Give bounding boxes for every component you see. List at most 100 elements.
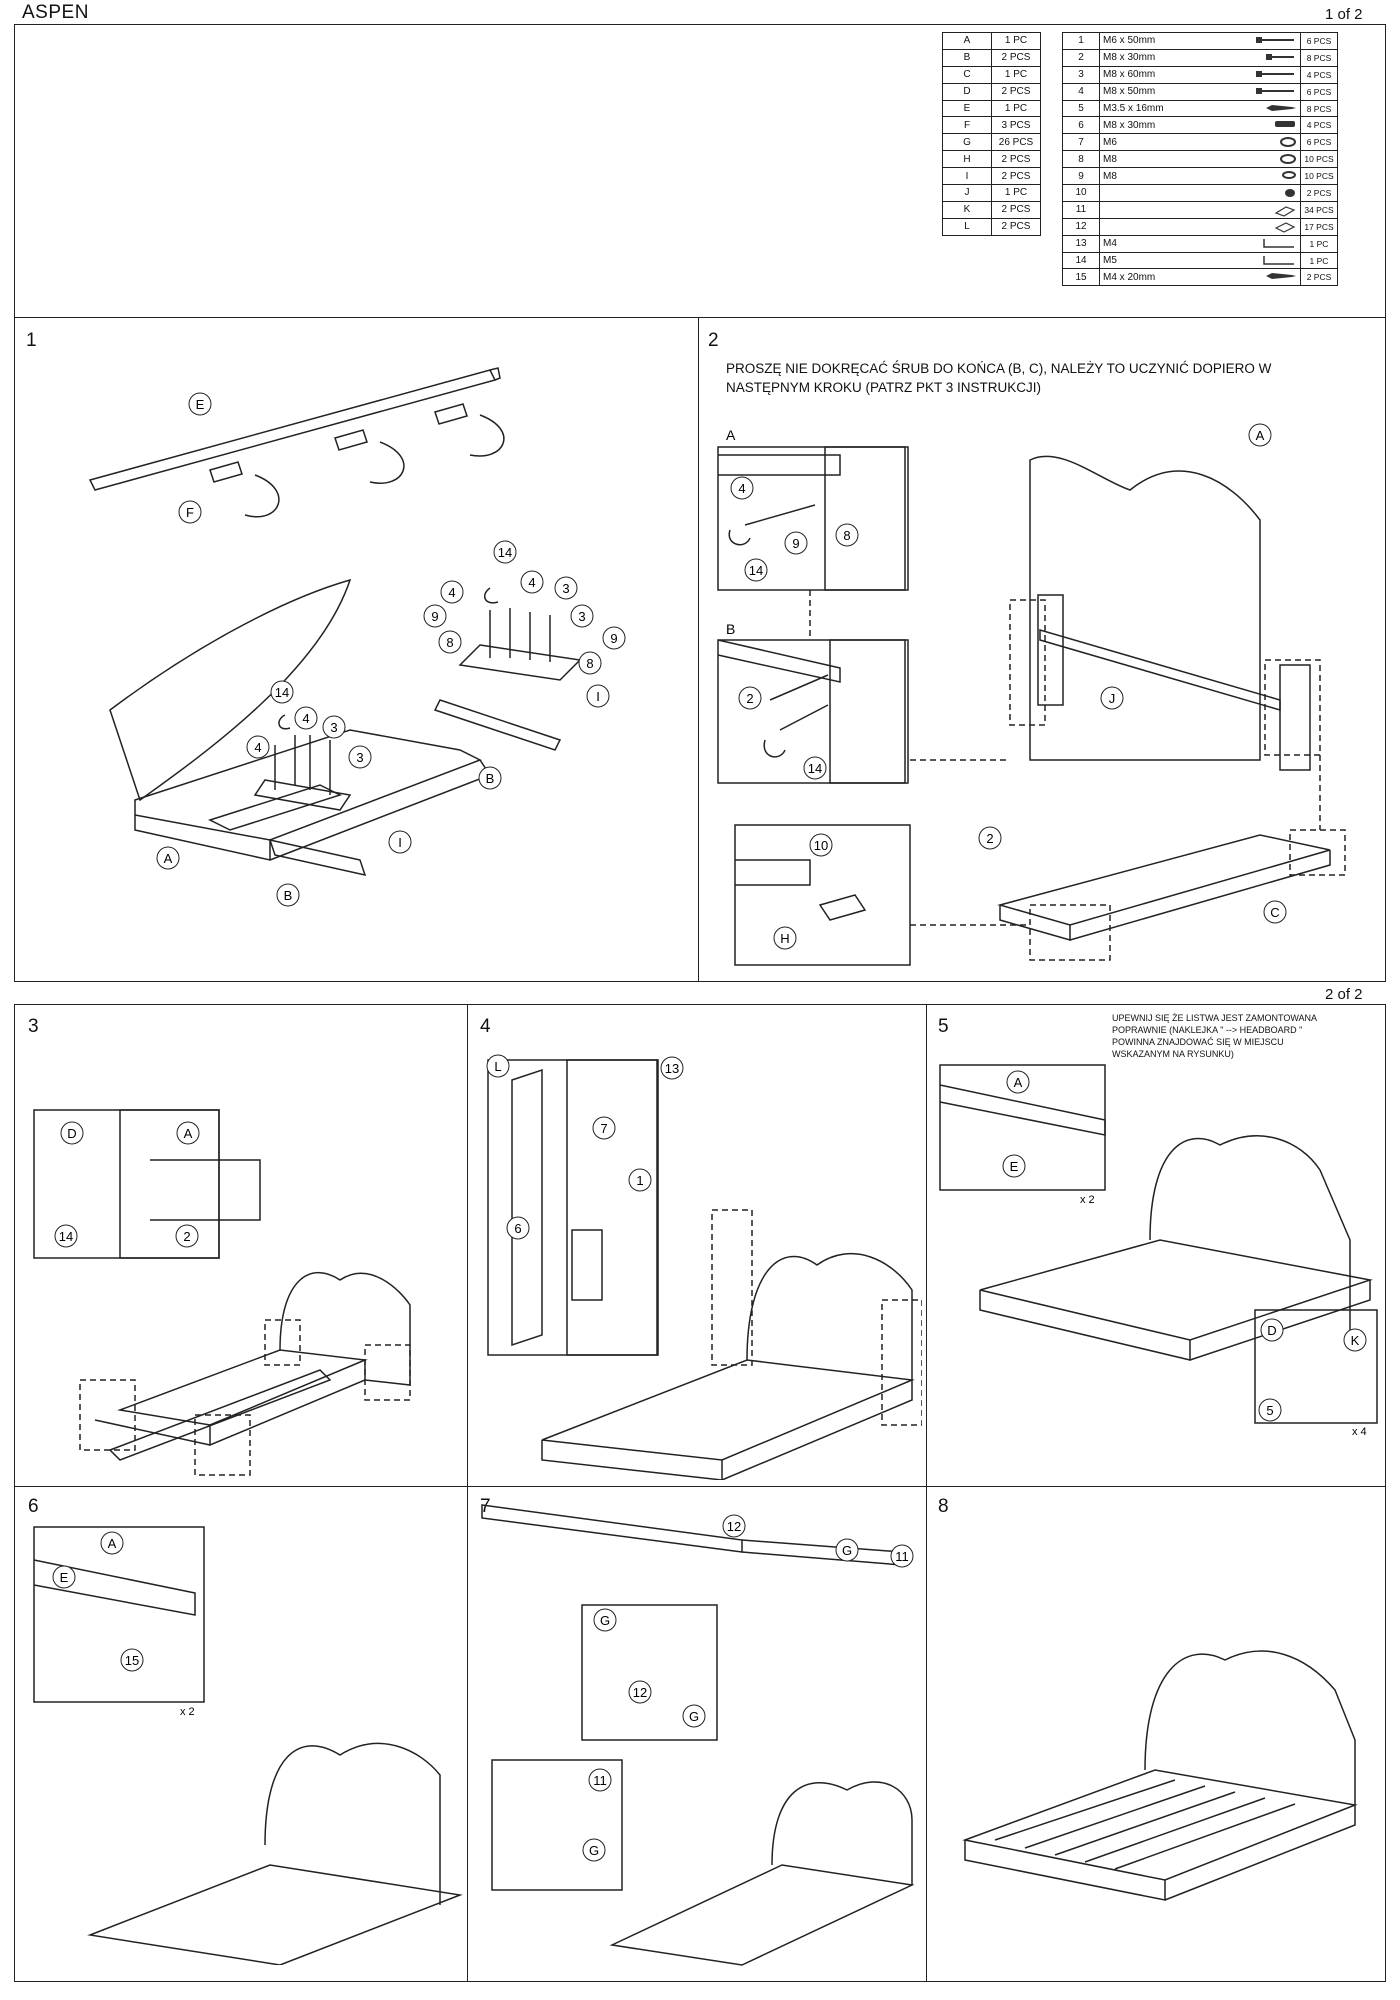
hardware-quantity: 4 PCS <box>1300 116 1338 135</box>
callout-13: 13 <box>660 1056 684 1080</box>
svg-text:4: 4 <box>302 711 309 726</box>
callout-E: E <box>1002 1154 1026 1178</box>
svg-text:14: 14 <box>275 685 289 700</box>
hardware-quantity: 1 PC <box>1300 234 1338 253</box>
hardware-description: M6 x 50mm <box>1099 32 1301 50</box>
hardware-size: M8 x 30mm <box>1103 119 1156 131</box>
callout-E: E <box>52 1565 76 1589</box>
step-4-number: 4 <box>480 1016 491 1037</box>
callout-4: 4 <box>730 476 754 500</box>
part-quantity: 2 PCS <box>991 150 1041 169</box>
part-letter: B <box>942 48 992 67</box>
hardware-description: M6 <box>1099 133 1301 152</box>
callout-4: 4 <box>440 580 464 604</box>
callout-4: 4 <box>294 706 318 730</box>
part-quantity: 2 PCS <box>991 217 1041 236</box>
callout-H: H <box>773 926 797 950</box>
callout-2: 2 <box>978 826 1002 850</box>
svg-text:10: 10 <box>814 838 828 853</box>
hardware-quantity: 6 PCS <box>1300 82 1338 101</box>
svg-text:14: 14 <box>808 761 822 776</box>
svg-text:K: K <box>1351 1333 1360 1348</box>
hardware-description: M8 x 30mm <box>1099 116 1301 135</box>
callout-I: I <box>586 684 610 708</box>
part-quantity: 2 PCS <box>991 82 1041 101</box>
part-letter: F <box>942 116 992 135</box>
hardware-quantity: 8 PCS <box>1300 99 1338 118</box>
hardware-size: M6 <box>1103 136 1117 148</box>
hardware-quantity: 8 PCS <box>1300 48 1338 67</box>
multiplier: x 2 <box>1080 1194 1095 1206</box>
part-quantity: 2 PCS <box>991 200 1041 219</box>
callout-5: 5 <box>1258 1398 1282 1422</box>
callout-F: F <box>178 500 202 524</box>
svg-text:E: E <box>60 1570 69 1585</box>
svg-text:14: 14 <box>59 1229 73 1244</box>
detail-label-B: B <box>726 621 735 637</box>
part-letter: J <box>942 184 992 202</box>
wood-screw-icon <box>1266 104 1296 115</box>
callout-G: G <box>582 1838 606 1862</box>
svg-text:H: H <box>780 931 789 946</box>
callout-2: 2 <box>738 686 762 710</box>
callout-A: A <box>1248 423 1272 447</box>
callout-G: G <box>593 1608 617 1632</box>
callout-A: A <box>100 1531 124 1555</box>
step-2-number: 2 <box>708 330 719 351</box>
svg-text:15: 15 <box>125 1653 139 1668</box>
svg-text:2: 2 <box>746 691 753 706</box>
callout-B: B <box>276 883 300 907</box>
svg-text:9: 9 <box>431 609 438 624</box>
long-bolt-icon <box>1256 36 1296 47</box>
hardware-description <box>1099 184 1301 202</box>
svg-text:G: G <box>589 1843 599 1858</box>
callout-14: 14 <box>493 540 517 564</box>
part-letter: I <box>942 167 992 186</box>
svg-text:9: 9 <box>792 536 799 551</box>
callout-12: 12 <box>722 1514 746 1538</box>
part-letter: A <box>942 32 992 50</box>
callout-3: 3 <box>570 604 594 628</box>
hardware-number: 14 <box>1062 251 1100 270</box>
hardware-description: M8 x 60mm <box>1099 65 1301 84</box>
svg-text:4: 4 <box>448 585 455 600</box>
svg-text:B: B <box>486 771 495 786</box>
callout-12: 12 <box>628 1680 652 1704</box>
callout-14: 14 <box>803 756 827 780</box>
part-letter: G <box>942 133 992 152</box>
wood-screw-icon <box>1266 272 1296 283</box>
svg-text:A: A <box>184 1126 193 1141</box>
allen-key-icon <box>1262 255 1296 269</box>
divider <box>467 1004 468 1982</box>
svg-text:C: C <box>1270 905 1279 920</box>
slat-connector-icon <box>1274 222 1296 237</box>
svg-text:G: G <box>842 1543 852 1558</box>
callout-9: 9 <box>423 604 447 628</box>
callout-A: A <box>1006 1070 1030 1094</box>
page-number-2: 2 of 2 <box>1325 986 1363 1003</box>
callout-14: 14 <box>744 558 768 582</box>
callout-3: 3 <box>554 576 578 600</box>
svg-text:3: 3 <box>578 609 585 624</box>
hardware-number: 5 <box>1062 99 1100 118</box>
hardware-size: M4 x 20mm <box>1103 271 1156 283</box>
felt-pad-icon <box>1284 188 1296 201</box>
callout-8: 8 <box>438 630 462 654</box>
hardware-number: 4 <box>1062 82 1100 101</box>
hardware-quantity: 2 PCS <box>1300 184 1338 202</box>
callout-3: 3 <box>348 745 372 769</box>
